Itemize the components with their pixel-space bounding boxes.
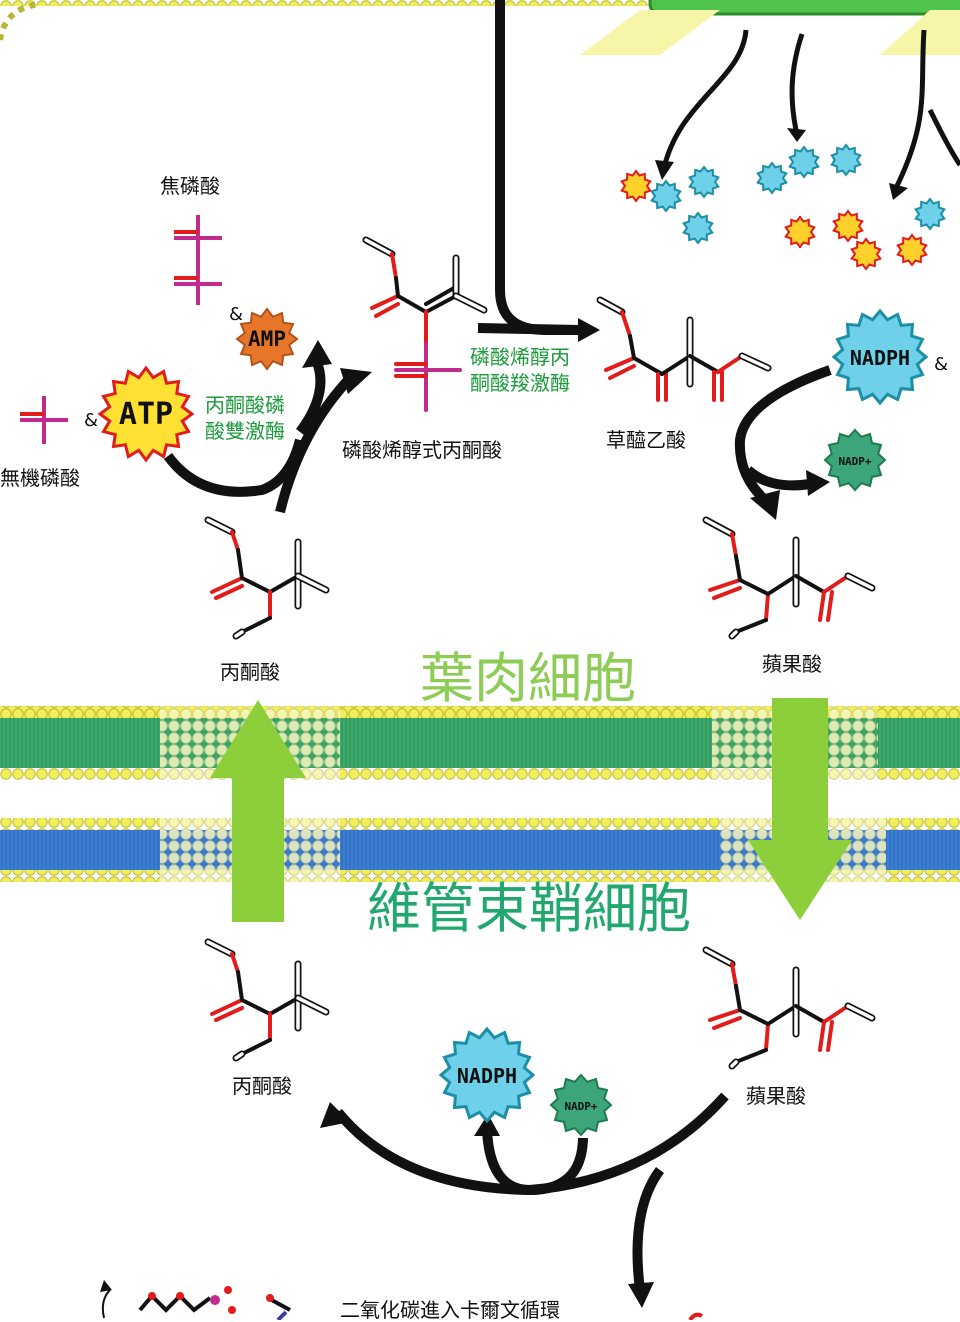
- carrier-dots: [620, 143, 946, 271]
- co2-release-arrow: [632, 1167, 665, 1291]
- nadp-label-top: NADP+: [838, 455, 871, 468]
- atp-consumption-arrow: [163, 438, 305, 497]
- electron-carrier-dot: [688, 165, 720, 199]
- calvin-cycle-molecules: [100, 1280, 703, 1320]
- proton-dot: [850, 237, 882, 271]
- decarboxylation-arrow: [334, 1092, 729, 1196]
- pep-label: 磷酸烯醇式丙酮酸: [342, 438, 502, 462]
- oaa-to-malate-arrow: [734, 365, 832, 504]
- ampersand-nadph: &: [934, 354, 949, 375]
- proton-dot: [832, 209, 864, 243]
- reaction-arrows: [163, 0, 832, 1291]
- pyruvate-bundle-label: 丙酮酸: [232, 1074, 292, 1098]
- inorganic-phosphate-molecule: [20, 396, 68, 444]
- arrowhead: [750, 490, 780, 520]
- electron-carrier-dot: [650, 179, 682, 213]
- pyrophosphate-molecule: [174, 215, 222, 305]
- proton-dot: [896, 233, 928, 267]
- light-reaction-arrows: [661, 29, 960, 192]
- ppdk-enzyme-label: 丙酮酸磷 酸雙激酶: [205, 392, 285, 444]
- arrowhead: [340, 368, 372, 394]
- malate-bundle-sheath: [702, 946, 876, 1070]
- proton-dot: [784, 215, 816, 249]
- pepc-arrow: [477, 323, 581, 335]
- thylakoid: [580, 0, 960, 55]
- phosphoenolpyruvate: [362, 236, 488, 412]
- arrowhead: [100, 1280, 112, 1292]
- pepc-line-2: 酮酸羧激酶: [470, 371, 570, 395]
- arrowhead: [628, 1282, 654, 1308]
- amp-label: AMP: [248, 327, 286, 351]
- oxaloacetate: [596, 296, 772, 402]
- arrowhead: [655, 160, 674, 180]
- arrowhead: [806, 470, 830, 496]
- ampersand-atp: &: [84, 410, 99, 431]
- bundle-sheath-cell-title: 維管束鞘細胞: [367, 877, 691, 940]
- pyruvate-mesophyll: [204, 516, 330, 640]
- pyruvate-bundle-sheath: [204, 938, 330, 1062]
- nadph-star-top: NADPH: [831, 308, 929, 406]
- ampersand-amp: &: [229, 304, 244, 325]
- arrowhead: [889, 183, 908, 200]
- malate-bundle-label: 蘋果酸: [746, 1084, 806, 1108]
- malate-mesophyll-label: 蘋果酸: [762, 652, 822, 676]
- nadp-release-arrow: [744, 466, 811, 491]
- co2-input-arrow: [495, 0, 580, 335]
- amp-release-arrow: [295, 357, 326, 435]
- electron-carrier-dot: [788, 145, 820, 179]
- pepc-line-1: 磷酸烯醇丙: [470, 345, 570, 369]
- atp-star: ATP: [97, 365, 195, 463]
- arrowhead: [474, 1114, 500, 1136]
- nadp-star-bottom: NADP+: [549, 1073, 613, 1137]
- nadp-star-top: NADP+: [823, 428, 887, 492]
- pyruvate-transport-arrow: [210, 700, 306, 922]
- nadph-star-bottom: NADPH: [438, 1026, 536, 1124]
- malate-transport-arrow: [748, 698, 852, 920]
- ppdk-line-1: 丙酮酸磷: [205, 393, 285, 417]
- mesophyll-cell-title: 葉肉細胞: [420, 647, 636, 710]
- electron-carrier-dot: [682, 211, 714, 245]
- co2-calvin-label: 二氧化碳進入卡爾文循環: [340, 1298, 560, 1322]
- electron-carrier-dot: [756, 161, 788, 195]
- inorganic-phosphate-label: 無機磷酸: [0, 466, 80, 490]
- proton-dot: [620, 169, 652, 203]
- pyruvate-mesophyll-label: 丙酮酸: [220, 660, 280, 684]
- nadph-label-top: NADPH: [850, 346, 910, 370]
- amp-star: AMP: [235, 307, 299, 371]
- arrowhead: [302, 340, 332, 368]
- ppdk-arrow: [275, 372, 356, 514]
- pepc-enzyme-label: 磷酸烯醇丙 酮酸羧激酶: [470, 344, 570, 396]
- atp-label: ATP: [119, 397, 173, 432]
- nadp-label-bottom: NADP+: [564, 1100, 597, 1113]
- nadph-production-arrow: [482, 1129, 588, 1196]
- arrowhead: [578, 318, 600, 342]
- top-membrane: [0, 0, 650, 41]
- arrowhead: [320, 1102, 350, 1128]
- electron-carrier-dot: [914, 197, 946, 231]
- ppdk-line-2: 酸雙激酶: [205, 419, 285, 443]
- electron-carrier-dot: [830, 143, 862, 177]
- pyrophosphate-label: 焦磷酸: [160, 174, 220, 198]
- malate-mesophyll: [702, 516, 876, 640]
- nadph-label-bottom: NADPH: [457, 1064, 517, 1088]
- arrowhead: [787, 128, 806, 142]
- oxaloacetate-label: 草醯乙酸: [606, 428, 686, 452]
